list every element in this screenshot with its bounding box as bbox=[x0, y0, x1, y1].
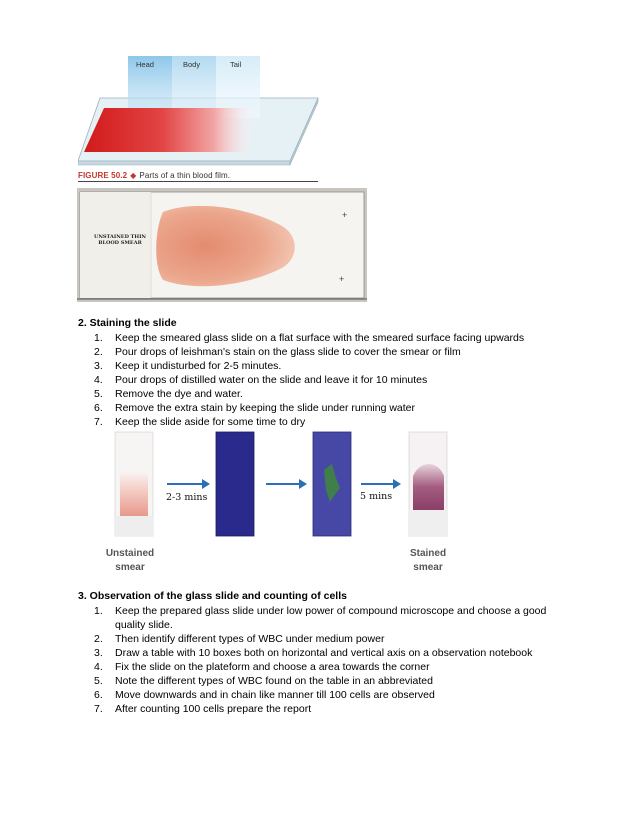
time-label-2: 5 mins bbox=[360, 491, 392, 502]
svg-text:+: + bbox=[342, 210, 347, 220]
body-label: Body bbox=[183, 60, 200, 69]
observation-steps: 1.Keep the prepared glass slide under lo… bbox=[78, 604, 568, 716]
head-label: Head bbox=[136, 60, 154, 69]
stained-smear-label: Stained smear bbox=[409, 548, 447, 573]
list-item: 7.Keep the slide aside for some time to … bbox=[94, 416, 306, 428]
figure-caption-text: Parts of a thin blood film. bbox=[139, 171, 231, 180]
list-item: 6.Remove the extra stain by keeping the … bbox=[94, 402, 416, 414]
arrow-right-icon bbox=[266, 479, 307, 489]
rinsed-slide bbox=[312, 431, 352, 537]
time-label-1: 2-3 mins bbox=[166, 492, 207, 503]
list-item: 3.Draw a table with 10 boxes both on hor… bbox=[94, 647, 533, 659]
photo-label: UNSTAINED THIN BLOOD SMEAR bbox=[93, 234, 147, 246]
list-item: 5.Remove the dye and water. bbox=[94, 388, 243, 400]
blood-smear bbox=[84, 108, 258, 152]
svg-text:+: + bbox=[339, 274, 344, 284]
unstained-slide bbox=[114, 431, 154, 537]
section-3-heading: 3. Observation of the glass slide and co… bbox=[78, 590, 347, 602]
list-item: 3.Keep it undisturbed for 2-5 minutes. bbox=[94, 360, 282, 372]
caption-rule bbox=[78, 181, 318, 182]
list-item: 4.Pour drops of distilled water on the s… bbox=[94, 374, 428, 386]
blood-film-diagram: Head Body Tail bbox=[78, 56, 319, 166]
list-item: 4.Fix the slide on the plateform and cho… bbox=[94, 661, 430, 673]
list-item: 6.Move downwards and in chain like manne… bbox=[94, 689, 435, 701]
figure-caption: FIGURE 50.2◆Parts of a thin blood film. bbox=[78, 171, 230, 180]
tail-label: Tail bbox=[230, 60, 242, 69]
stained-blue-slide bbox=[215, 431, 255, 537]
list-item: 2.Then identify different types of WBC u… bbox=[94, 633, 385, 645]
diamond-icon: ◆ bbox=[130, 171, 137, 180]
list-item: 7.After counting 100 cells prepare the r… bbox=[94, 703, 312, 715]
tail-band bbox=[216, 56, 260, 118]
section-2-heading: 2. Staining the slide bbox=[78, 317, 177, 329]
list-item: 2.Pour drops of leishman's stain on the … bbox=[94, 346, 461, 358]
list-item: 1.Keep the smeared glass slide on a flat… bbox=[94, 332, 525, 344]
smear-shape bbox=[156, 205, 295, 287]
arrow-right-icon bbox=[361, 479, 401, 489]
unstained-smear-label: Unstained smear bbox=[105, 548, 155, 573]
unstained-smear-photo: + + bbox=[77, 188, 367, 302]
list-item: 5.Note the different types of WBC found … bbox=[94, 675, 433, 687]
list-item: 1.Keep the prepared glass slide under lo… bbox=[94, 605, 547, 631]
staining-process-diagram: 2-3 mins 5 mins bbox=[114, 431, 448, 537]
staining-steps: 1.Keep the smeared glass slide on a flat… bbox=[78, 331, 558, 429]
stained-slide bbox=[408, 431, 448, 537]
head-band bbox=[128, 56, 172, 118]
figure-number: FIGURE 50.2 bbox=[78, 171, 128, 180]
arrow-right-icon bbox=[167, 479, 210, 489]
body-band bbox=[172, 56, 216, 118]
